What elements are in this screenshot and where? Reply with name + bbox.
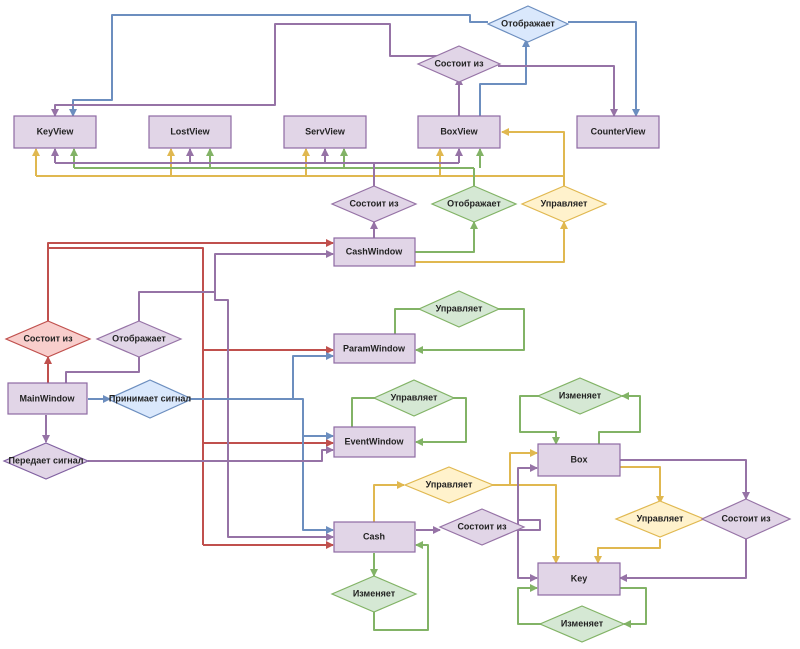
edge-displays-top-counterview [568,21,640,117]
relation-displays-mainwindow[interactable]: Отображает [95,320,183,358]
edge-consists-cash-box [512,464,541,531]
relation-label: Состоит из [721,513,771,523]
edge-consists-cash-key [517,520,538,582]
edge-consists-top-counterview [498,65,618,117]
relation-label: Управляет [436,303,483,313]
relation-label: Принимает сигнал [109,393,192,403]
relation-label: Отображает [501,18,555,28]
edges [32,14,750,631]
entity-label: BoxView [440,126,478,136]
edge-box-changes [598,392,641,444]
edge-manages-paramwindow [415,308,525,354]
relation-consists-mainwindow[interactable]: Состоит из [4,320,92,358]
relation-changes-key[interactable]: Изменяет [538,605,626,643]
relation-label: Изменяет [561,618,604,628]
entity-label: EventWindow [345,436,405,446]
entity-servview[interactable]: ServView [283,115,367,149]
relation-displays-top[interactable]: Отображает [486,5,570,43]
edge-passes-eventwindow [88,446,334,462]
edge-box-manages [620,466,664,504]
entity-counterview[interactable]: CounterView [576,115,660,149]
entities: KeyView LostView ServView BoxView Counte… [7,115,660,596]
relation-changes-cash[interactable]: Изменяет [330,575,418,613]
relation-consists-cashwindow[interactable]: Состоит из [330,185,418,223]
entity-cash[interactable]: Cash [333,521,416,553]
relation-manages-eventwindow[interactable]: Управляет [372,379,456,417]
edge-consists-red-cashwindow [47,239,334,321]
edge-manages-cash-key [510,484,560,564]
edge-paramwindow-manages [394,308,420,334]
relation-passes-signal[interactable]: Передает сигнал [2,442,90,480]
entity-box[interactable]: Box [537,443,621,477]
edge-manages-cashwindow-views [501,128,565,186]
entity-label: ServView [305,126,346,136]
entity-cashwindow[interactable]: CashWindow [333,237,416,267]
relation-manages-cash[interactable]: Управляет [403,466,495,504]
edge-cashwindow-displays [415,221,478,253]
edge-manages-cash-box [492,449,538,486]
edge-displays-main-cashwindow [138,250,334,321]
relation-displays-cashwindow[interactable]: Отображает [430,185,518,223]
relation-manages-cashwindow[interactable]: Управляет [520,185,608,223]
edge-receives-eventwindow [293,398,334,440]
relation-label: Отображает [447,198,501,208]
relations: Отображает Состоит из Состоит из Отображ… [2,5,792,643]
relation-label: Состоит из [434,58,484,68]
relation-label: Изменяет [559,390,602,400]
entity-label: CounterView [591,126,647,136]
entity-label: LostView [170,126,210,136]
entity-label: Cash [363,531,385,541]
edge-changes-box [519,395,560,445]
relation-label: Передает сигнал [9,455,84,465]
relation-label: Управляет [637,513,684,523]
relation-label: Состоит из [23,333,73,343]
entity-key[interactable]: Key [537,562,621,596]
relation-consists-cash[interactable]: Состоит из [438,508,526,546]
relation-label: Управляет [541,198,588,208]
edge-cashwindow-manages [415,221,568,263]
relation-label: Управляет [426,479,473,489]
edge-consists-top-keyview [51,23,440,117]
entity-boxview[interactable]: BoxView [417,115,501,149]
relation-changes-box[interactable]: Изменяет [536,377,624,415]
relation-label: Состоит из [457,521,507,531]
relation-label: Состоит из [349,198,399,208]
entity-eventwindow[interactable]: EventWindow [333,426,416,458]
entity-label: Key [571,573,588,583]
edge-red-trunk [48,247,204,545]
relation-receives-signal[interactable]: Принимает сигнал [106,379,194,419]
relation-label: Управляет [391,392,438,402]
edge-displays-main-cash [214,292,334,541]
entity-label: CashWindow [346,246,403,256]
edge-cash-manages [373,481,405,522]
edge-manages-box-key [594,539,661,564]
entity-paramwindow[interactable]: ParamWindow [333,333,416,364]
relation-label: Изменяет [353,588,396,598]
relation-manages-paramwindow[interactable]: Управляет [417,290,501,328]
edge-boxview-displays [479,39,530,116]
entity-label: ParamWindow [343,343,406,353]
edge-changes-key [517,584,542,625]
entity-lostview[interactable]: LostView [148,115,232,149]
edge-eventwindow-manages [351,397,376,427]
edge-box-consists [620,459,750,500]
edge-receives-cash [302,436,334,534]
relation-label: Отображает [112,333,166,343]
relation-consists-top[interactable]: Состоит из [416,45,502,83]
entity-label: KeyView [37,126,75,136]
edge-consists-box-key [619,539,747,582]
entity-mainwindow[interactable]: MainWindow [7,382,88,415]
entity-label: Box [570,454,587,464]
edge-mainwindow-displays [65,357,140,383]
relation-manages-box[interactable]: Управляет [614,500,706,538]
entity-label: MainWindow [20,393,76,403]
relation-consists-box[interactable]: Состоит из [700,498,792,540]
edge-manages-eventwindow [415,397,467,446]
edge-key-changes [620,587,647,628]
entity-keyview[interactable]: KeyView [13,115,97,149]
edge-receives-paramwindow [190,352,334,400]
edge-displays-top-keyview [69,14,488,117]
edge-changes-cash [373,541,429,631]
